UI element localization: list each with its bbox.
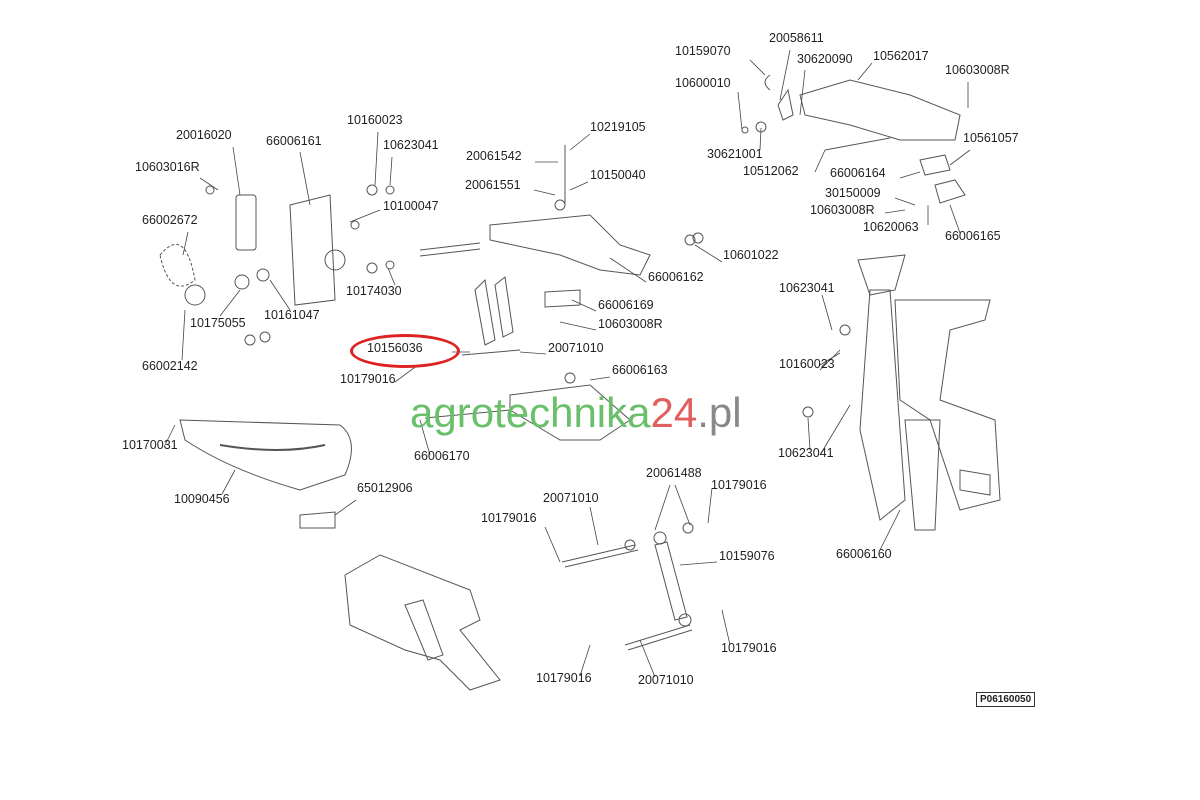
linkage-arm-top-right	[741, 74, 966, 204]
part-label[interactable]: 10603008R	[810, 203, 875, 217]
part-label[interactable]: 66002672	[142, 213, 198, 227]
part-label[interactable]: 10170031	[122, 438, 178, 452]
part-label[interactable]: 10623041	[383, 138, 439, 152]
arm-66006162	[419, 145, 704, 356]
part-label[interactable]: 10090456	[174, 492, 230, 506]
part-label[interactable]: 66006163	[612, 363, 668, 377]
part-label[interactable]: 66006161	[266, 134, 322, 148]
part-label[interactable]: 66006162	[648, 270, 704, 284]
part-label[interactable]: 10620063	[863, 220, 919, 234]
part-label[interactable]: 10561057	[963, 131, 1019, 145]
main-frame-66006160	[802, 254, 1001, 531]
highlight-ellipse	[350, 334, 460, 368]
part-label[interactable]: 66002142	[142, 359, 198, 373]
part-label[interactable]: 66006169	[598, 298, 654, 312]
watermark: agrotechnika24.pl	[410, 392, 742, 434]
shock-absorber-10159076	[561, 522, 694, 651]
part-label[interactable]: 10179016	[536, 671, 592, 685]
part-label[interactable]: 20061488	[646, 466, 702, 480]
frame-overview	[344, 554, 501, 691]
part-label[interactable]: 20071010	[638, 673, 694, 687]
chain-guard-10090456	[179, 419, 352, 529]
watermark-text-1: agrotechnika	[410, 389, 651, 436]
part-label[interactable]: 66006164	[830, 166, 886, 180]
part-label[interactable]: 10161047	[264, 308, 320, 322]
part-label[interactable]: 10179016	[340, 372, 396, 386]
part-label[interactable]: 10179016	[721, 641, 777, 655]
part-label[interactable]: 10174030	[346, 284, 402, 298]
part-label[interactable]: 10179016	[711, 478, 767, 492]
part-label[interactable]: 10179016	[481, 511, 537, 525]
bracket-assembly-66006161	[159, 184, 395, 346]
part-label[interactable]: 10603008R	[598, 317, 663, 331]
part-label[interactable]: 10603008R	[945, 63, 1010, 77]
part-label-highlighted[interactable]: 10156036	[367, 341, 423, 355]
watermark-text-3: .pl	[697, 389, 742, 436]
part-label[interactable]: 65012906	[357, 481, 413, 495]
watermark-text-2: 24	[650, 389, 698, 436]
part-label[interactable]: 30621001	[707, 147, 763, 161]
part-label[interactable]: 66006165	[945, 229, 1001, 243]
part-label[interactable]: 10160023	[779, 357, 835, 371]
part-label[interactable]: 10512062	[743, 164, 799, 178]
part-label[interactable]: 66006170	[414, 449, 470, 463]
part-label[interactable]: 10100047	[383, 199, 439, 213]
arm-66006163	[424, 372, 631, 441]
part-label[interactable]: 10603016R	[135, 160, 200, 174]
part-label[interactable]: 10623041	[778, 446, 834, 460]
part-label[interactable]: 30620090	[797, 52, 853, 66]
part-label[interactable]: 10160023	[347, 113, 403, 127]
part-label[interactable]: 10601022	[723, 248, 779, 262]
part-label[interactable]: 66006160	[836, 547, 892, 561]
diagram-reference-code: P06160050	[976, 692, 1036, 707]
part-label[interactable]: 20071010	[548, 341, 604, 355]
part-label[interactable]: 10562017	[873, 49, 929, 63]
part-label[interactable]: 20061551	[465, 178, 521, 192]
leader-lines	[163, 49, 971, 678]
part-label[interactable]: 20061542	[466, 149, 522, 163]
part-label[interactable]: 20071010	[543, 491, 599, 505]
part-label[interactable]: 10150040	[590, 168, 646, 182]
part-label[interactable]: 10600010	[675, 76, 731, 90]
part-label[interactable]: 20058611	[769, 31, 824, 45]
part-label[interactable]: 10175055	[190, 316, 246, 330]
part-label[interactable]: 20016020	[176, 128, 232, 142]
part-label[interactable]: 10159070	[675, 44, 731, 58]
part-label[interactable]: 30150009	[825, 186, 881, 200]
part-label[interactable]: 10219105	[590, 120, 646, 134]
part-label[interactable]: 10623041	[779, 281, 835, 295]
part-label[interactable]: 10159076	[719, 549, 775, 563]
